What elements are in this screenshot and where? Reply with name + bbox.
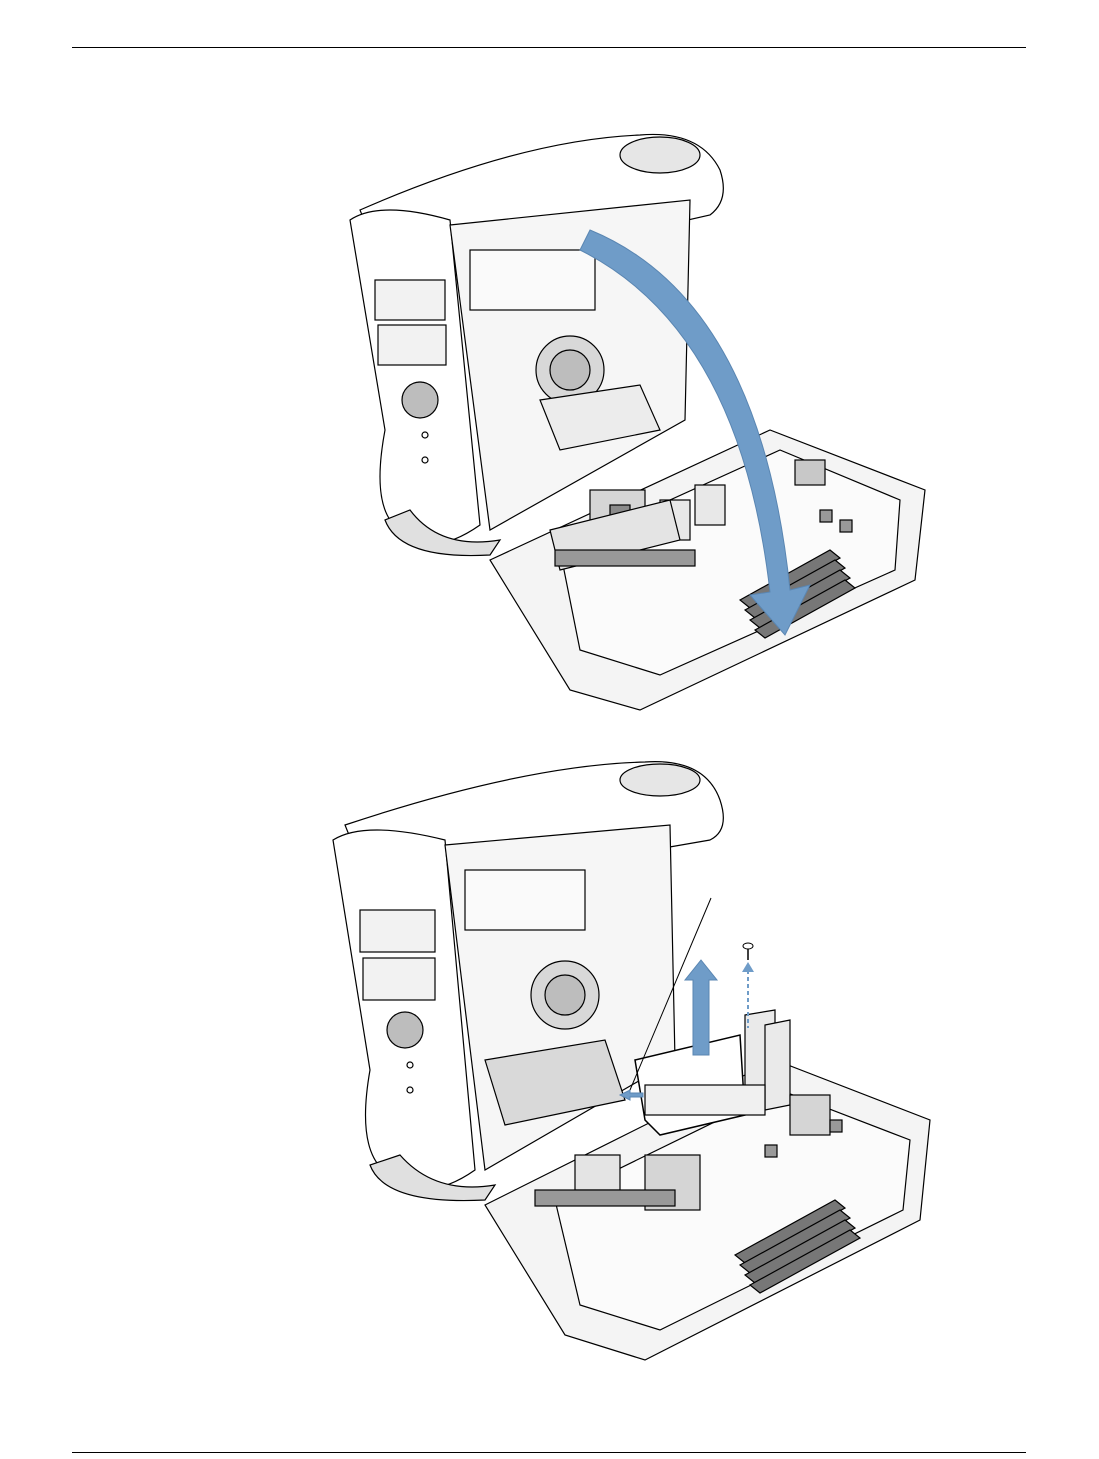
figure-remove-pci-card — [325, 760, 945, 1400]
header-rule — [72, 47, 1026, 48]
figure-open-side-panel — [340, 130, 930, 730]
screw-arrow-icon — [742, 962, 754, 972]
illustration-remove-card — [325, 760, 945, 1400]
illustration-open-panel — [340, 130, 930, 730]
lift-up-arrow-icon — [685, 960, 717, 1055]
screw-icon — [743, 943, 753, 960]
footer-rule — [72, 1452, 1026, 1453]
